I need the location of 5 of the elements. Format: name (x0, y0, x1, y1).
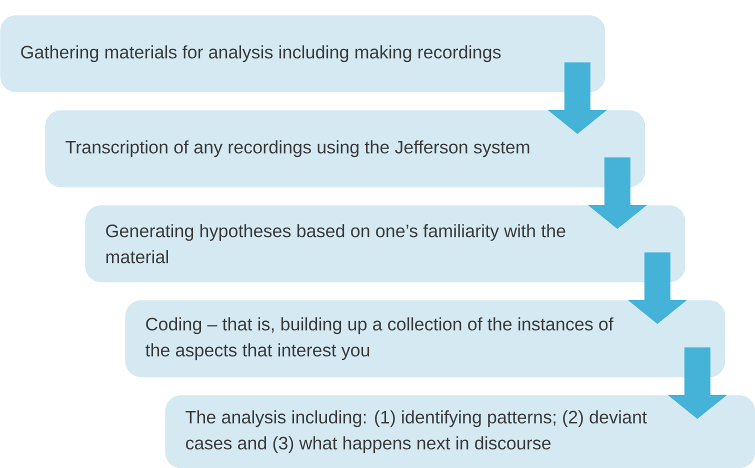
step-box: The analysis including: (1) identifying patterns; (2) deviant cases and (3) what happens next in discourse (165, 395, 755, 468)
step-box: Coding – that is, building up a collection of the instances of the aspects that interest you (125, 300, 726, 378)
step-box: Transcription of any recordings using the Jefferson system (45, 110, 646, 188)
step-box: Generating hypotheses based on one’s familiarity with the material (85, 205, 686, 282)
step-box: Gathering materials for analysis including making recordings (0, 15, 606, 92)
